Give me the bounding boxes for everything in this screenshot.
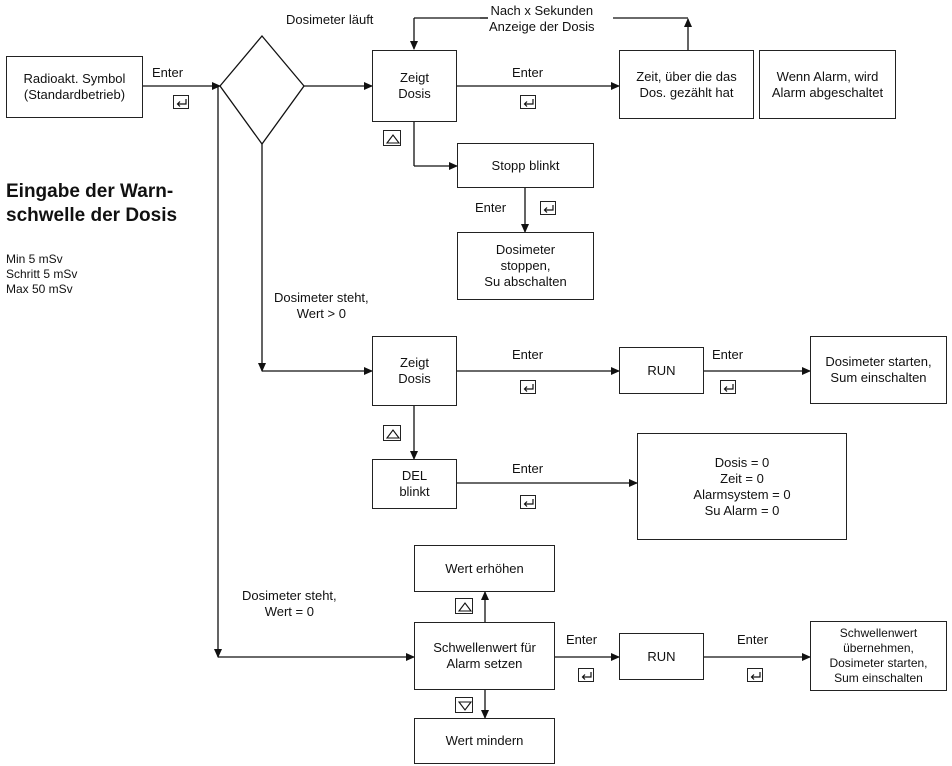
enter-key-icon [520, 495, 536, 509]
param-min: Min 5 mSv [6, 252, 63, 266]
enter-key-icon [520, 95, 536, 109]
enter-key-icon [578, 668, 594, 682]
enter-label: Enter [152, 65, 184, 80]
start-node: Radioakt. Symbol (Standardbetrieb) [6, 56, 143, 118]
enter-key-icon [747, 668, 763, 682]
dosimeter-starten-node: Dosimeter starten, Sum einschalten [810, 336, 947, 404]
up-key-icon [383, 130, 401, 146]
enter-key-icon [173, 95, 189, 109]
uebernehmen-node: Schwellenwert übernehmen, Dosimeter star… [810, 621, 947, 691]
enter-label: Enter [512, 461, 544, 476]
zeigt-dosis-node: Zeigt Dosis [372, 336, 457, 406]
zeit-gezaehlt-node: Zeit, über die das Dos. gezählt hat [619, 50, 754, 119]
dosimeter-laeuft-label: Dosimeter läuft [286, 12, 374, 27]
stopp-blinkt-node: Stopp blinkt [457, 143, 594, 188]
wert-mindern-node: Wert mindern [414, 718, 555, 764]
enter-label: Enter [512, 347, 544, 362]
dosimeter-steht-label: Dosimeter steht, Wert > 0 [274, 290, 369, 321]
up-key-icon [455, 598, 473, 614]
enter-key-icon [540, 201, 556, 215]
enter-label: Enter [475, 200, 507, 215]
run-node: RUN [619, 633, 704, 680]
up-key-icon [383, 425, 401, 441]
param-max: Max 50 mSv [6, 282, 73, 296]
reset-values-node: Dosis = 0 Zeit = 0 Alarmsystem = 0 Su Al… [637, 433, 847, 540]
enter-label: Enter [737, 632, 769, 647]
warnschwelle-heading: Eingabe der Warn- schwelle der Dosis [6, 181, 178, 226]
schwellenwert-node: Schwellenwert für Alarm setzen [414, 622, 555, 690]
param-schritt: Schritt 5 mSv [6, 267, 78, 281]
enter-key-icon [520, 380, 536, 394]
enter-key-icon [720, 380, 736, 394]
enter-label: Enter [512, 65, 544, 80]
decision-diamond [219, 34, 305, 146]
nach-x-sekunden-label: Nach x Sekunden Anzeige der Dosis [489, 3, 595, 34]
enter-label: Enter [712, 347, 744, 362]
zeigt-dosis-node: Zeigt Dosis [372, 50, 457, 122]
alarm-off-node: Wenn Alarm, wird Alarm abgeschaltet [759, 50, 896, 119]
enter-label: Enter [566, 632, 598, 647]
del-blinkt-node: DEL blinkt [372, 459, 457, 509]
down-key-icon [455, 697, 473, 713]
dosimeter-steht-label: Dosimeter steht, Wert = 0 [242, 588, 337, 619]
run-node: RUN [619, 347, 704, 394]
wert-erhoehen-node: Wert erhöhen [414, 545, 555, 592]
threshold-params: Min 5 mSv Schritt 5 mSv Max 50 mSv [6, 252, 77, 297]
dosimeter-stoppen-node: Dosimeter stoppen, Su abschalten [457, 232, 594, 300]
